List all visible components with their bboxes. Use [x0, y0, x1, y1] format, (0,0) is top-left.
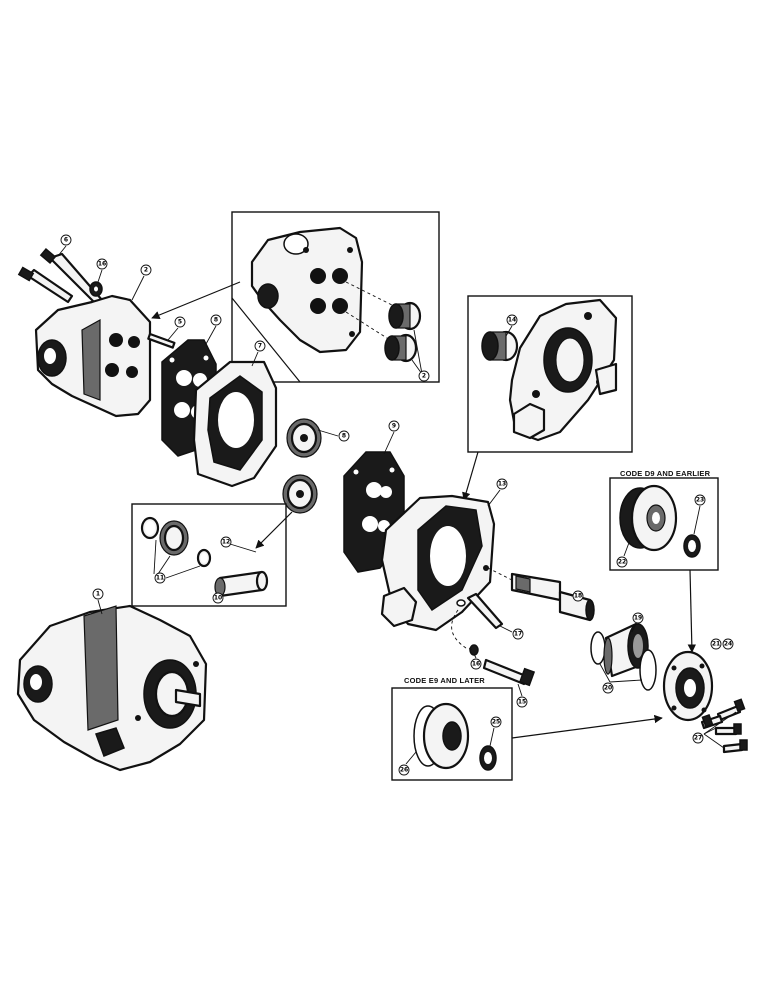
needle-bushing-lower	[384, 333, 418, 363]
callout-2-inset: 2	[418, 370, 430, 382]
gear-8-lower	[282, 474, 318, 514]
o-ring-20-second	[639, 649, 657, 691]
callout-6: 6	[57, 234, 72, 257]
svg-text:16: 16	[98, 261, 106, 268]
svg-text:21: 21	[712, 641, 720, 648]
callout-16-lower: 16	[470, 653, 482, 670]
callout-27: 27	[692, 732, 704, 744]
o-ring-20	[590, 631, 606, 665]
svg-text:26: 26	[400, 767, 408, 774]
callout-2-main: 2	[131, 264, 152, 301]
inset-code-d9: CODE D9 AND EARLIER	[609, 469, 719, 571]
washer-16	[89, 281, 103, 297]
callout-21-24: 21 24	[710, 638, 734, 650]
svg-text:20: 20	[604, 685, 612, 692]
svg-text:23: 23	[696, 497, 704, 504]
callout-22: 22	[616, 539, 631, 568]
svg-text:9: 9	[392, 423, 396, 430]
body-housing-13	[380, 494, 496, 632]
svg-text:8: 8	[214, 317, 218, 324]
gear-housing-7	[192, 360, 278, 488]
svg-text:17: 17	[514, 631, 522, 638]
svg-text:2: 2	[422, 373, 426, 380]
seal-23	[683, 534, 701, 558]
svg-text:5: 5	[178, 319, 182, 326]
svg-text:18: 18	[574, 593, 582, 600]
callout-25: 25	[489, 716, 502, 747]
needle-bushing-14	[481, 330, 519, 362]
svg-text:11: 11	[156, 575, 164, 582]
seal-25	[479, 745, 497, 771]
screws-27	[700, 698, 748, 754]
callout-20: 20	[599, 663, 643, 694]
bolt-15	[482, 658, 536, 687]
callout-10: 10	[212, 592, 224, 604]
callout-8-gear: 8	[338, 430, 350, 442]
callout-17: 17	[499, 625, 524, 640]
bolt-17	[466, 592, 504, 630]
inset-end-cover-detail	[231, 211, 440, 383]
callout-15: 15	[516, 683, 528, 708]
needle-bushing-upper	[388, 301, 422, 331]
mounting-flange-21-24	[662, 650, 714, 722]
assembled-pump-1	[16, 604, 208, 772]
svg-text:24: 24	[724, 641, 732, 648]
svg-text:1: 1	[96, 591, 100, 598]
callout-5: 5	[167, 316, 186, 341]
svg-text:10: 10	[214, 595, 222, 602]
svg-text:16: 16	[472, 661, 480, 668]
callout-7: 7	[251, 340, 266, 367]
svg-text:25: 25	[492, 719, 500, 726]
end-cover-2	[34, 294, 152, 418]
svg-text:19: 19	[634, 615, 642, 622]
bolts-6	[17, 248, 104, 306]
svg-text:12: 12	[222, 539, 230, 546]
svg-text:13: 13	[498, 481, 506, 488]
inset-code-e9: CODE E9 AND LATER	[391, 676, 513, 781]
svg-text:8: 8	[342, 433, 346, 440]
code-d9-label: CODE D9 AND EARLIER	[620, 469, 711, 478]
callout-11: 11	[154, 572, 166, 584]
svg-text:7: 7	[258, 343, 262, 350]
code-e9-label: CODE E9 AND LATER	[404, 676, 485, 685]
callout-9: 9	[383, 420, 400, 455]
callout-13: 13	[487, 478, 508, 507]
svg-text:27: 27	[694, 735, 702, 742]
svg-text:2: 2	[144, 267, 148, 274]
washer-16-lower	[469, 644, 479, 656]
callout-12: 12	[220, 536, 232, 548]
svg-text:22: 22	[618, 559, 626, 566]
callout-18: 18	[561, 590, 584, 602]
callout-1: 1	[92, 588, 104, 615]
callout-19: 19	[631, 612, 644, 633]
callout-26: 26	[398, 751, 417, 776]
svg-text:14: 14	[508, 317, 516, 324]
inset-gear-detail	[131, 503, 287, 607]
callout-8-gasket: 8	[205, 314, 222, 345]
svg-text:15: 15	[518, 699, 526, 706]
gear-8-upper	[286, 418, 322, 458]
callout-14: 14	[505, 314, 518, 337]
callout-23: 23	[693, 494, 706, 535]
inset-housing-detail	[467, 295, 633, 453]
svg-text:6: 6	[64, 237, 68, 244]
callout-16-top: 16	[96, 258, 108, 283]
